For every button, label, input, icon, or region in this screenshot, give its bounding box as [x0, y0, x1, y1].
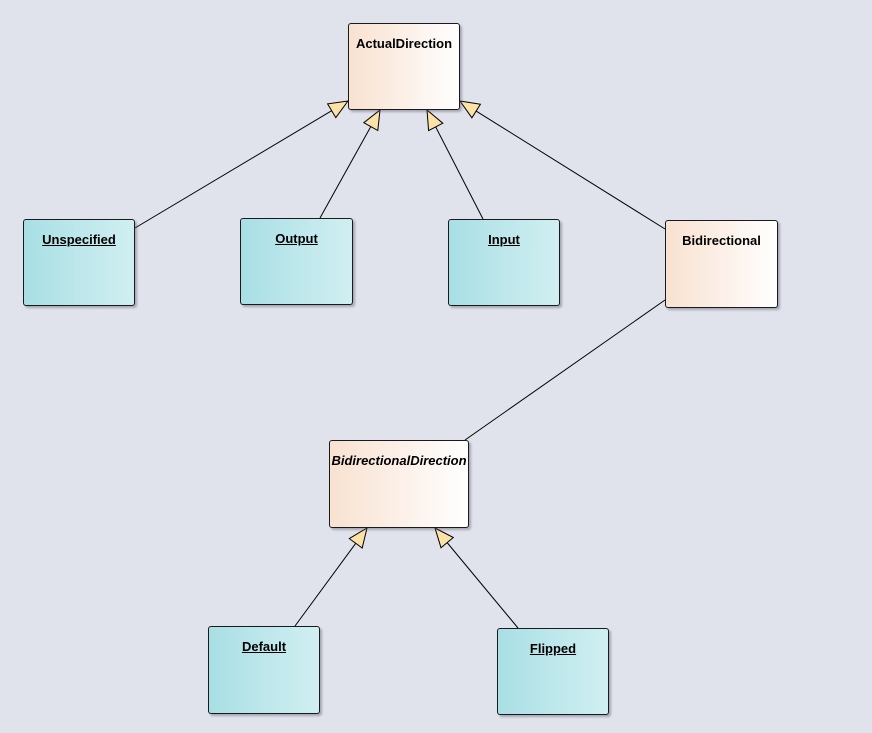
generalization-arrowhead [326, 100, 350, 119]
connector-line [319, 126, 372, 219]
node-unspecified[interactable]: Unspecified [23, 219, 135, 306]
connector-line [134, 110, 332, 229]
generalization-arrowhead [458, 100, 482, 119]
connector-line [475, 110, 666, 230]
node-bidirectional[interactable]: Bidirectional [665, 220, 778, 308]
connector-line [435, 126, 484, 220]
generalization-arrowhead [434, 527, 455, 549]
connector-line [464, 299, 666, 441]
edge-flipped-to-bidirectional_direction [434, 527, 519, 629]
node-label: Default [241, 639, 287, 654]
node-label: BidirectionalDirection [331, 453, 467, 468]
edge-bidirectional-to-actual_direction [458, 100, 666, 230]
edge-output-to-actual_direction [319, 108, 381, 219]
edge-default-to-bidirectional_direction [294, 526, 368, 627]
generalization-arrowhead [348, 526, 368, 549]
node-label: Unspecified [42, 232, 116, 247]
node-label: ActualDirection [355, 36, 453, 51]
node-label: Output [275, 231, 318, 246]
node-bidirectional-direction[interactable]: BidirectionalDirection [329, 440, 469, 528]
node-default[interactable]: Default [208, 626, 320, 714]
node-label: Input [488, 232, 520, 247]
edge-bidirectional_direction-to-bidirectional [464, 299, 666, 441]
node-output[interactable]: Output [240, 218, 353, 305]
edge-input-to-actual_direction [426, 108, 484, 220]
node-label: Flipped [529, 641, 577, 656]
node-actual-direction[interactable]: ActualDirection [348, 23, 460, 110]
generalization-arrowhead [362, 108, 381, 132]
node-label: Bidirectional [682, 233, 761, 248]
node-flipped[interactable]: Flipped [497, 628, 609, 715]
connector-line [446, 542, 519, 629]
generalization-arrowhead [426, 108, 444, 132]
connector-line [294, 543, 357, 627]
node-input[interactable]: Input [448, 219, 560, 306]
edge-unspecified-to-actual_direction [134, 100, 350, 229]
